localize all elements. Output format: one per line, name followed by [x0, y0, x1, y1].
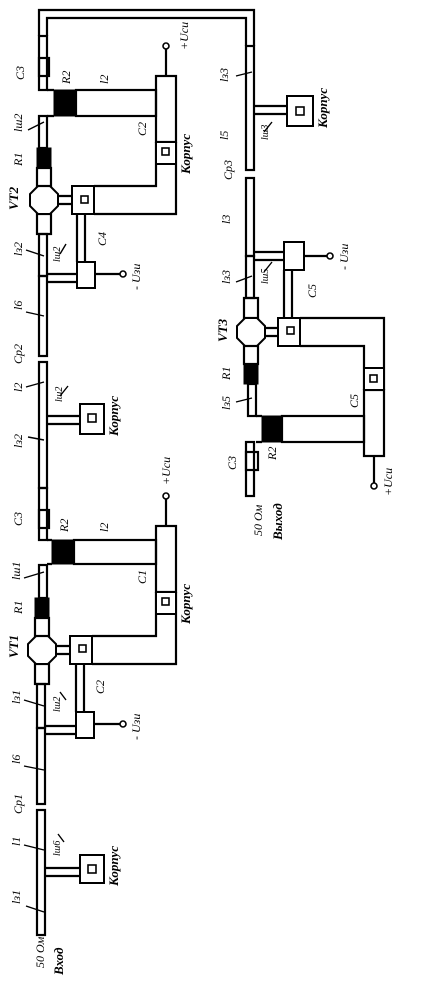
c3-label-1: C3	[11, 512, 25, 526]
r2-label-2: R2	[59, 71, 73, 85]
transistor-vt2	[29, 185, 59, 215]
output-impedance: 50 Ом	[251, 504, 265, 536]
r1-label-2: R1	[11, 153, 25, 167]
resistor-r2-vt2	[53, 89, 77, 117]
lz3-label-top: lз3	[217, 68, 231, 82]
lsh5-label: lш5	[260, 269, 271, 284]
plus-u-1: +Uси	[159, 457, 173, 485]
r2-label-3: R2	[265, 447, 279, 461]
r2-label-1: R2	[57, 519, 71, 533]
korpus-label-5: Корпус	[315, 88, 330, 129]
stage-vt3	[236, 44, 386, 498]
plus-u-3: +Uси	[381, 468, 395, 496]
input-label: Вход	[51, 947, 66, 976]
vt1-label: VT1	[6, 635, 21, 658]
strip-l6	[35, 726, 47, 806]
c5-label-1: C5	[305, 284, 319, 298]
korpus-label-1: Корпус	[106, 846, 121, 887]
stage-vt2	[29, 8, 256, 358]
stage-vt1	[27, 360, 178, 937]
input-impedance: 50 Ом	[33, 936, 47, 968]
c2-label-1: C2	[93, 680, 107, 694]
vt2-label: VT2	[6, 186, 21, 210]
cp2-label: Cр2	[11, 344, 25, 364]
resistor-r1-vt3	[243, 363, 259, 385]
l3-label: l3	[219, 215, 233, 224]
c4-label: C4	[95, 232, 109, 246]
lz1-label: lз1	[9, 890, 23, 904]
resistor-r2-vt3	[261, 415, 283, 443]
minus-u-3: - Uзи	[337, 244, 351, 270]
lsh6-label: lш6	[52, 841, 63, 856]
c1-label-2: C2	[135, 122, 149, 136]
lsh2-label-3: lш2	[52, 247, 63, 262]
input-strip	[35, 808, 47, 937]
korpus-label-2: Корпус	[106, 396, 121, 437]
korpus-label-4: Корпус	[178, 134, 193, 175]
transistor-vt3	[236, 317, 266, 347]
r1-label-1: R1	[11, 601, 25, 615]
lz1-label-b: lз1	[9, 690, 23, 704]
l2-label-3: l2	[97, 75, 111, 84]
l2-label-2: l2	[11, 383, 25, 392]
output-label: Выход	[270, 503, 285, 541]
lsh3-label: lш3	[260, 125, 271, 140]
l6-label-2: l6	[11, 301, 25, 310]
c3-label-2: C3	[13, 66, 27, 80]
resistor-r1-vt1	[34, 597, 50, 619]
lz2-label-2: lз2	[11, 242, 25, 256]
lsh1-label: lш1	[9, 562, 23, 580]
c5-label-2: C5	[347, 394, 361, 408]
cp1-label: Cр1	[11, 794, 25, 814]
ground-pad-1	[79, 854, 105, 884]
resistor-r1-vt2	[36, 147, 52, 169]
korpus-label-3: Корпус	[178, 584, 193, 625]
c1-label-1: C1	[135, 570, 149, 584]
transistor-vt1	[27, 635, 57, 665]
l2-label-1: l2	[97, 523, 111, 532]
c3-label-3: C3	[225, 456, 239, 470]
leader-lines	[23, 71, 273, 913]
lz3-label: lз3	[219, 270, 233, 284]
l1-label: l1	[9, 837, 23, 846]
lz2-label-1: lз2	[11, 434, 25, 448]
lsh2-label-2: lш2	[54, 387, 65, 402]
l5-label: l5	[217, 131, 231, 140]
minus-u-1: - Uзи	[129, 714, 143, 740]
lz5-label: lз5	[219, 396, 233, 410]
plus-u-2: +Uси	[177, 22, 191, 50]
vt3-label: VT3	[215, 318, 230, 342]
r1-label-3: R1	[219, 367, 233, 381]
bias-pad-vt1	[75, 711, 95, 739]
cp3-label: Cр3	[221, 160, 235, 180]
minus-u-2: - Uзи	[129, 264, 143, 290]
labels: Вход 50 Ом Выход 50 Ом VT1 VT2 VT3 Корпу…	[6, 22, 395, 976]
lsh2-label-1: lш2	[52, 697, 63, 712]
lsh2-label-top: lш2	[11, 114, 25, 132]
resistor-r2-vt1	[51, 539, 75, 565]
l6-label-1: l6	[9, 755, 23, 764]
